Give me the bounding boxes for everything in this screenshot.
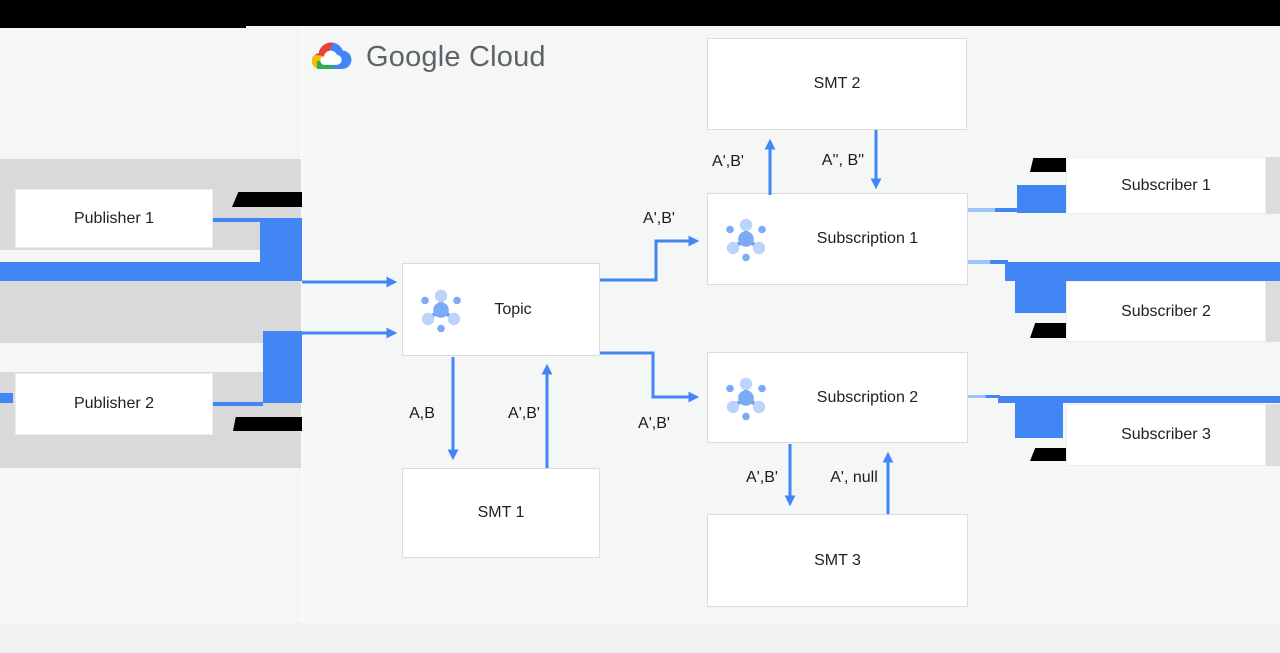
top-black-bar-left — [0, 0, 246, 28]
node-smt-3: SMT 3 — [707, 514, 968, 607]
redaction-bar-subscriber2 — [1030, 323, 1067, 338]
subscriber1-connector-block — [1017, 185, 1067, 213]
publisher1-connector-line — [213, 218, 260, 222]
panel-seam — [301, 26, 303, 623]
google-cloud-wordmark: Google Cloud — [366, 41, 546, 73]
node-smt-1: SMT 1 — [402, 468, 600, 558]
node-label: SMT 2 — [813, 75, 861, 92]
pubsub-subscription-icon — [726, 377, 766, 420]
edge-label-topic-to-sub1: A',B' — [643, 210, 675, 227]
google-cloud-icon — [311, 42, 352, 70]
edge-label-smt3-to-sub2: A', null — [830, 469, 878, 486]
left-edge-blue-stub — [0, 393, 13, 403]
arrow-topic-to-subscription1 — [600, 235, 700, 282]
node-label: Subscription 2 — [816, 388, 919, 406]
publisher1-connector-block — [260, 218, 302, 281]
node-label: SMT 3 — [814, 551, 861, 569]
edge-label-smt2-to-sub1: A'', B'' — [821, 152, 865, 169]
node-publisher-2: Publisher 2 — [15, 373, 213, 435]
node-subscription-2: Subscription 2 — [707, 352, 968, 443]
subscriber2-flow-band — [1005, 262, 1280, 281]
sub1-subscriber1-line — [968, 208, 1017, 212]
node-subscriber-3: Subscriber 3 — [1066, 404, 1266, 466]
google-cloud-logo: Google Cloud — [308, 40, 546, 75]
node-subscriber-1: Subscriber 1 — [1066, 157, 1266, 214]
edge-label-topic-to-sub2: A',B' — [638, 415, 670, 432]
redaction-bar-subscriber1 — [1030, 158, 1067, 172]
edge-label-sub2-to-smt3: A',B' — [746, 469, 778, 486]
edge-label-topic-to-smt1: A,B — [409, 405, 435, 422]
subscriber2-connector-block — [1015, 262, 1068, 313]
node-subscriber-2: Subscriber 2 — [1066, 281, 1266, 342]
sub1-subscriber2-line — [968, 260, 1008, 264]
pubsub-topic-icon — [421, 289, 461, 332]
redaction-bar-publisher2 — [233, 417, 302, 431]
publisher-flow-band — [0, 262, 260, 281]
node-topic: Topic — [402, 263, 600, 356]
node-label: Subscriber 2 — [1121, 302, 1211, 320]
subscriber2-strip — [1266, 281, 1280, 342]
pubsub-subscription-icon — [726, 218, 766, 262]
node-label: Publisher 1 — [73, 209, 155, 227]
subscriber3-flow-band — [998, 396, 1280, 403]
subscriber3-connector-block — [1015, 396, 1063, 438]
node-label: SMT 1 — [477, 504, 525, 521]
subscriber3-strip — [1266, 404, 1280, 466]
publisher2-connector-line — [213, 402, 263, 406]
node-label: Publisher 2 — [73, 395, 155, 412]
arrow-topic-to-subscription2 — [600, 351, 700, 403]
edge-label-sub1-to-smt2: A',B' — [712, 153, 744, 170]
redaction-bar-publisher1 — [232, 192, 302, 207]
node-label: Subscriber 1 — [1121, 176, 1211, 194]
publisher2-connector-block — [263, 331, 302, 403]
edge-label-smt1-to-topic: A',B' — [508, 405, 540, 422]
node-label: Subscription 1 — [816, 230, 919, 247]
node-label: Subscriber 3 — [1121, 426, 1211, 443]
node-label: Topic — [494, 300, 532, 318]
redaction-bar-subscriber3 — [1030, 448, 1067, 461]
node-smt-2: SMT 2 — [707, 38, 967, 130]
gray-band-middle — [0, 281, 302, 343]
node-subscription-1: Subscription 1 — [707, 193, 968, 285]
subscriber1-strip — [1266, 157, 1280, 214]
footer-strip — [0, 623, 1280, 653]
node-publisher-1: Publisher 1 — [15, 189, 213, 248]
sub2-subscriber3-line — [968, 395, 1000, 398]
top-black-bar-right — [246, 0, 1280, 26]
